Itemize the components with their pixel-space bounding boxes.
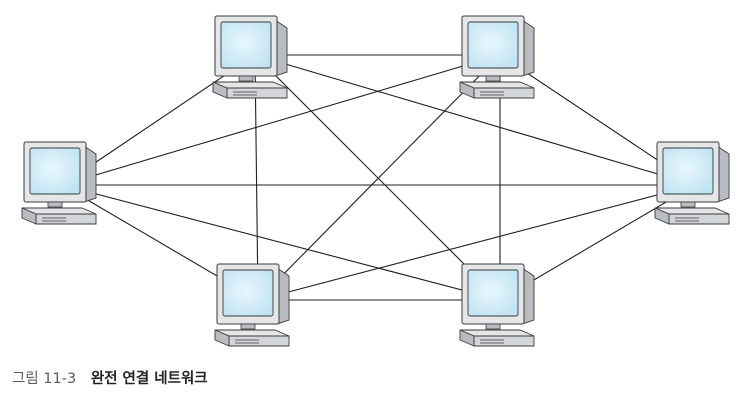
link-left-to-bottom-right	[61, 184, 501, 301]
computer-icon-bottom-left	[214, 263, 290, 347]
computer-icon-right	[654, 141, 730, 225]
network-nodes	[21, 15, 730, 347]
computer-icon-top-left	[212, 15, 288, 99]
link-right-to-bottom-left	[257, 184, 696, 301]
link-top-left-to-right	[254, 54, 696, 186]
computer-icon-top-right	[459, 15, 535, 99]
link-top-right-to-left	[61, 54, 501, 186]
figure-number: 그림 11-3	[12, 371, 77, 387]
computer-icon-bottom-right	[459, 263, 535, 347]
computer-icon-left	[21, 141, 97, 225]
network-links	[61, 54, 696, 301]
link-top-right-to-bottom-left	[257, 54, 501, 301]
full-mesh-network-diagram	[21, 15, 730, 347]
link-top-left-to-bottom-right	[254, 54, 501, 301]
figure-title: 완전 연결 네트워크	[90, 371, 208, 387]
figure-caption: 그림 11-3 완전 연결 네트워크	[12, 367, 208, 388]
